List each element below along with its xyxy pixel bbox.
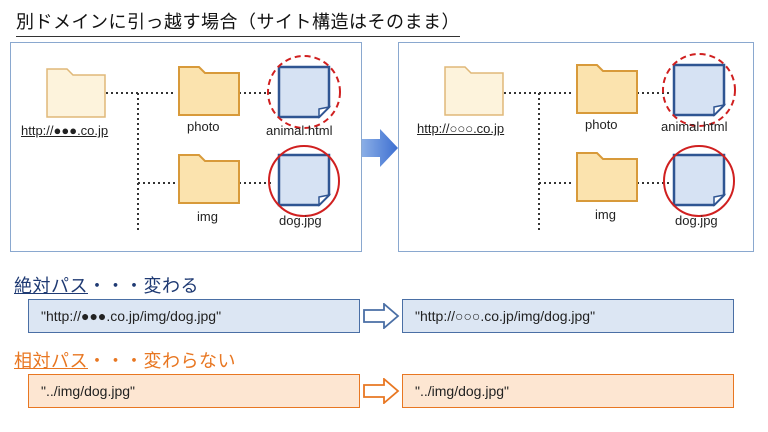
page-title: 別ドメインに引っ越す場合（サイト構造はそのまま） [16,8,460,37]
root-domain-label: http://○○○.co.jp [417,121,505,136]
animal-html-label: animal.html [266,123,333,138]
relative-path-before-box: "../img/dog.jpg" [28,374,360,408]
after-structure-panel: http://○○○.co.jp photo animal.html img d… [398,42,754,252]
dashed-highlight-circle [267,55,341,129]
solid-highlight-circle [268,145,340,217]
img-folder-label: img [595,207,616,222]
move-arrow-icon [362,129,398,167]
img-folder-icon [576,152,638,202]
root-domain-label: http://●●●.co.jp [21,123,109,138]
dashed-highlight-circle [662,53,736,127]
solid-highlight-circle [663,145,735,217]
tree-connectors [499,92,671,233]
absolute-path-note: ・・・変わる [88,276,199,296]
img-folder-icon [178,154,240,204]
photo-folder-icon [576,64,638,114]
absolute-path-after-box: "http://○○○.co.jp/img/dog.jpg" [402,299,734,333]
root-folder-icon [46,68,106,118]
dog-jpg-file-icon [672,153,727,207]
photo-folder-label: photo [585,117,618,132]
before-tree-diagram [46,55,341,233]
relative-path-term: 相対パス [14,351,88,371]
after-tree-diagram [444,53,736,233]
animal-html-file-icon [672,63,727,117]
dog-jpg-label: dog.jpg [279,213,322,228]
absolute-path-before-box: "http://●●●.co.jp/img/dog.jpg" [28,299,360,333]
relative-path-heading: 相対パス・・・変わらない [14,347,236,373]
absolute-arrow-icon [363,303,400,329]
root-folder-icon [444,66,504,116]
photo-folder-icon [178,66,240,116]
tree-connectors [106,92,273,233]
animal-html-file-icon [277,65,332,119]
before-structure-panel: http://●●●.co.jp photo animal.html img d… [10,42,362,252]
dog-jpg-label: dog.jpg [675,213,718,228]
absolute-path-heading: 絶対パス・・・変わる [14,272,199,298]
dog-jpg-file-icon [277,153,332,207]
img-folder-label: img [197,209,218,224]
relative-path-after-box: "../img/dog.jpg" [402,374,734,408]
photo-folder-label: photo [187,119,220,134]
animal-html-label: animal.html [661,119,728,134]
relative-arrow-icon [363,378,400,404]
relative-path-note: ・・・変わらない [88,351,236,371]
absolute-path-term: 絶対パス [14,276,88,296]
